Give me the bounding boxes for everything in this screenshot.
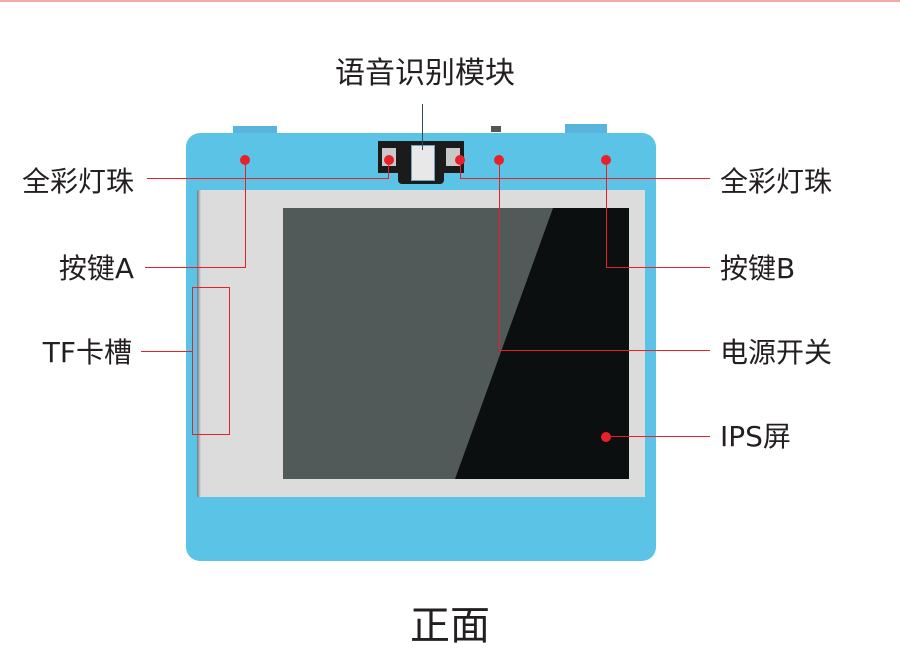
ips-screen-display (283, 208, 629, 479)
tf-slot-line-h (141, 351, 192, 352)
left-led-dot (384, 155, 394, 165)
power-switch-line-v (499, 160, 500, 350)
label-right-led: 全彩灯珠 (720, 165, 833, 198)
left-led-line-v (388, 160, 389, 178)
label-button-a: 按键A (58, 252, 134, 285)
button-b-line-v (606, 160, 607, 267)
tf-slot-outline (192, 287, 230, 435)
button-b-line-h (606, 267, 710, 268)
label-tf-slot: TF卡槽 (42, 336, 132, 369)
button-a-line-v (245, 160, 246, 267)
label-button-b: 按键B (720, 252, 796, 285)
voice-module-sensor (411, 145, 435, 181)
label-power-switch: 电源开关 (720, 336, 833, 369)
voice-module-title: 语音识别模块 (335, 56, 515, 91)
button-a-line-h (145, 267, 246, 268)
power-switch-nub (491, 126, 501, 132)
label-ips-screen: IPS屏 (720, 420, 791, 453)
view-caption-front: 正面 (410, 603, 490, 649)
left-led-line-h (147, 178, 389, 179)
power-switch-line-h (499, 350, 710, 351)
top-tab-right (565, 124, 607, 134)
ips-screen-line-h (606, 436, 710, 437)
label-left-led: 全彩灯珠 (21, 165, 134, 198)
voice-module-callout-line (422, 104, 423, 150)
top-divider (0, 0, 900, 2)
right-led-line-v (460, 160, 461, 178)
ips-screen-dot (601, 432, 611, 442)
top-tab-left (233, 126, 277, 136)
right-led-line-h (460, 178, 710, 179)
bezel-shadow (197, 190, 201, 497)
